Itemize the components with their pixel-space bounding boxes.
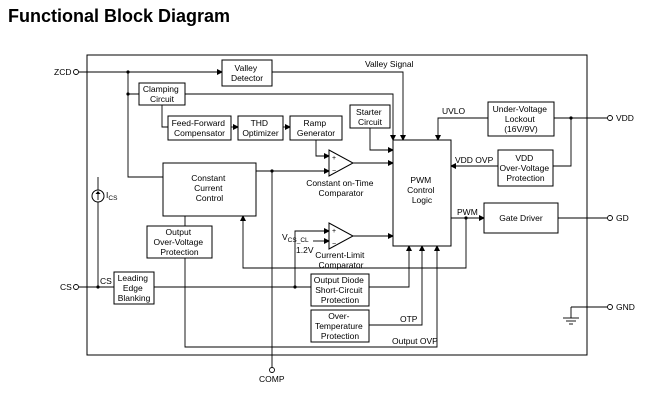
- thd-optimizer-box: [237, 115, 284, 141]
- feed-forward-compensator-box: [167, 115, 232, 141]
- comparator-plus-sign: +: [332, 155, 336, 162]
- reference-voltage-label: 1.2V: [296, 245, 314, 255]
- pin-zcd-label: ZCD: [54, 67, 71, 77]
- page-title: Functional Block Diagram: [8, 6, 231, 26]
- uvlo-label: Under-Voltage Lockout (16V/9V): [493, 104, 550, 134]
- junction-dots: [96, 70, 573, 289]
- output-ovp-label: Output Over-Voltage Protection: [154, 227, 206, 257]
- pin-vdd-label: VDD: [616, 113, 634, 123]
- pin-comp[interactable]: COMP: [259, 367, 285, 385]
- starter-circuit-label: Starter Circuit: [356, 107, 384, 127]
- constant-current-control-label: Constant Current Control: [191, 173, 227, 203]
- valley-detector-box: [221, 59, 273, 87]
- current-source-icon: [91, 189, 105, 203]
- output-ovp-signal-label: Output OVP: [392, 336, 438, 346]
- starter-circuit-box: [349, 104, 391, 129]
- clamping-circuit-label: Clamping Circuit: [143, 84, 181, 104]
- output-diode-short-box: [310, 273, 370, 307]
- valley-detector-label: Valley Detector: [231, 63, 263, 83]
- feed-forward-compensator-label: Feed-Forward Compensator: [172, 118, 228, 138]
- pin-comp-label: COMP: [259, 374, 285, 384]
- comparator-plus-sign: +: [332, 228, 336, 235]
- pwm-control-logic-label: PWM Control Logic: [407, 175, 437, 205]
- clamping-circuit-box: [138, 82, 186, 106]
- otp-signal-label: OTP: [400, 314, 418, 324]
- vdd-ovp-signal-label: VDD OVP: [455, 155, 494, 165]
- cs-internal-label: CS: [100, 276, 112, 286]
- uvlo-box: [487, 101, 555, 137]
- uvlo-signal-label: UVLO: [442, 106, 466, 116]
- comparator-minus-sign: −: [332, 241, 336, 248]
- vcs-cl-label: VCS_CL: [282, 232, 309, 244]
- ics-label: ICS: [106, 190, 118, 202]
- gate-driver-box: [483, 202, 559, 234]
- pin-gd[interactable]: GD: [607, 213, 629, 223]
- comparator-minus-sign: −: [332, 168, 336, 175]
- pin-gd-label: GD: [616, 213, 629, 223]
- ramp-generator-box: [289, 115, 343, 141]
- valley-signal-label: Valley Signal: [365, 59, 414, 69]
- pwm-control-logic-box: [392, 139, 452, 247]
- ground-icon: [563, 317, 579, 325]
- pin-gnd[interactable]: GND: [607, 302, 635, 312]
- otp-label: Over- Temperature Protection: [315, 311, 365, 341]
- leading-edge-blanking-label: Leading Edge Blanking: [118, 273, 151, 303]
- leading-edge-blanking-box: [113, 271, 155, 305]
- gate-driver-label: Gate Driver: [499, 213, 543, 223]
- output-ovp-box: [146, 225, 213, 259]
- otp-box: [310, 309, 370, 343]
- pin-zcd[interactable]: ZCD: [54, 67, 79, 77]
- chip-boundary: [86, 54, 588, 356]
- vdd-ovp-box: [497, 149, 554, 187]
- current-limit-comparator: + −: [328, 222, 355, 250]
- pin-gnd-label: GND: [616, 302, 635, 312]
- ramp-generator-label: Ramp Generator: [297, 118, 335, 138]
- output-diode-short-label: Output Diode Short-Circuit Protection: [314, 275, 366, 305]
- constant-current-control-box: [162, 162, 257, 217]
- pin-cs-label: CS: [60, 282, 72, 292]
- pin-cs[interactable]: CS: [60, 282, 79, 292]
- constant-on-time-comparator-label: Constant on-Time Comparator: [306, 178, 376, 198]
- thd-optimizer-label: THD Optimizer: [242, 118, 279, 138]
- vdd-ovp-label: VDD Over-Voltage Protection: [500, 153, 552, 183]
- constant-on-time-comparator: + −: [328, 149, 355, 177]
- current-limit-comparator-label: Current-Limit Comparator: [315, 250, 367, 270]
- pwm-signal-label: PWM: [457, 207, 478, 217]
- pin-vdd[interactable]: VDD: [607, 113, 634, 123]
